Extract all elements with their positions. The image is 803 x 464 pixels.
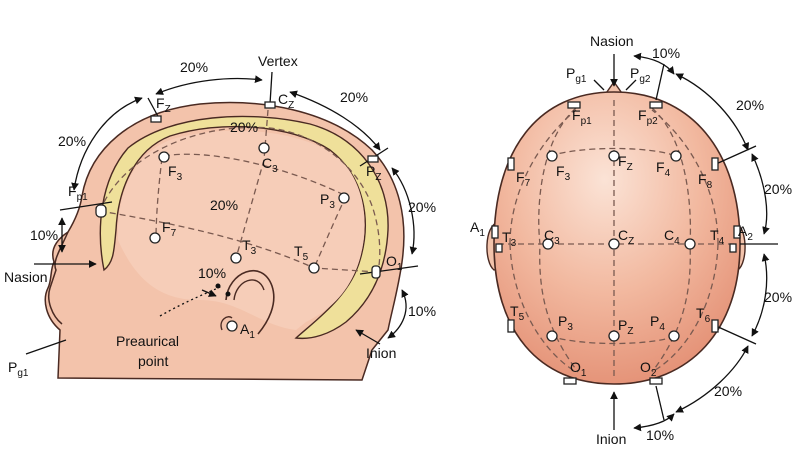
pct-side-4: 20% [230, 119, 258, 135]
pct-top-1: 10% [652, 45, 680, 61]
preauricular-label-line1: Preaurical [116, 333, 179, 349]
pct-side-8: 10% [408, 303, 436, 319]
top-label-a1: A1 [470, 219, 485, 239]
inion-top-label: Inion [596, 431, 626, 447]
nasion-top-label: Nasion [590, 33, 634, 49]
pct-top-2: 20% [736, 97, 764, 113]
pct-side-7: 10% [198, 265, 226, 281]
side-view: Vertex 20% 20% 20% 20% 20% 10% 10% 10% 2… [4, 53, 436, 380]
vertex-label: Vertex [258, 53, 298, 69]
pct-side-3: 20% [58, 133, 86, 149]
preauricular-label-line2: point [138, 353, 168, 369]
pct-top-4: 20% [764, 289, 792, 305]
pg1-top-label: Pg1 [566, 65, 587, 85]
pct-side-5: 20% [210, 197, 238, 213]
inion-side-label: Inion [366, 345, 396, 361]
pct-top-5: 20% [714, 383, 742, 399]
pct-side-2: 20% [340, 89, 368, 105]
pct-top-6: 10% [646, 427, 674, 443]
pct-side-9: 20% [408, 199, 436, 215]
pg1-side-label: Pg1 [8, 359, 29, 379]
pct-side-1: 20% [180, 59, 208, 75]
pct-top-3: 20% [764, 181, 792, 197]
top-view: Nasion Inion 10% 20% 20% 20% 20% 10% Pg1… [470, 33, 792, 447]
pct-side-6: 10% [30, 227, 58, 243]
nasion-side-label: Nasion [4, 269, 48, 285]
